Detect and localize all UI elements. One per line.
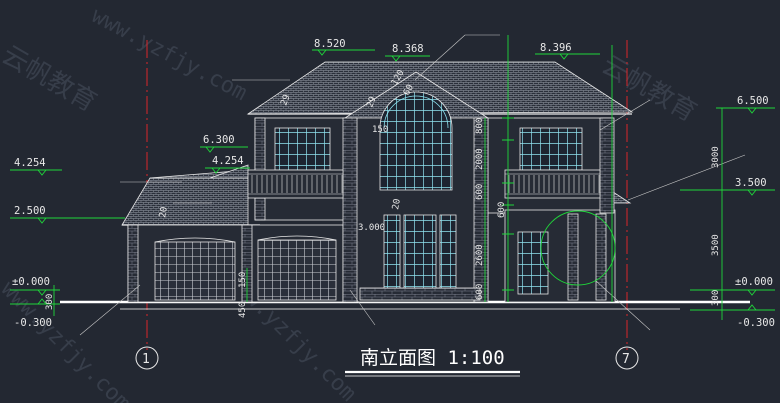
garage-door-left — [154, 241, 236, 301]
arched-window — [379, 91, 453, 191]
slope-label: 29 — [279, 93, 292, 107]
level-label: 4.254 — [14, 157, 46, 169]
level-label: 6.500 — [737, 95, 769, 107]
level-label: 3.500 — [735, 177, 767, 189]
slope-label: 20 — [158, 206, 170, 218]
slope-label: 29 — [365, 95, 378, 109]
level-label: 4.254 — [212, 155, 244, 167]
level-marks — [10, 35, 775, 320]
dimension-label: 600 — [497, 202, 507, 218]
slope-label: 20 — [391, 198, 403, 210]
dimension-label: 3500 — [711, 234, 721, 256]
balusters — [251, 175, 600, 193]
drawing-title: 南立面图 1:100 — [360, 347, 505, 369]
window-upper-right — [519, 127, 583, 171]
leader-lines — [79, 34, 746, 336]
dimension-label: 800 — [475, 118, 485, 134]
level-label: 8.368 — [392, 43, 424, 55]
level-label: 8.396 — [540, 42, 572, 54]
window-upper-left — [274, 127, 331, 171]
entrance-sidelight-left — [383, 214, 401, 300]
window-lower-right — [517, 231, 549, 295]
axis-label: 7 — [622, 352, 630, 367]
balustrade-left — [248, 173, 343, 195]
dimension-label: 300 — [45, 294, 55, 310]
building — [121, 61, 634, 303]
level-labels: 8.520 6.300 4.254 4.254 2.500 ±0.000 -0.… — [12, 38, 775, 329]
level-label: ±0.000 — [735, 276, 773, 288]
dimension-label: 2000 — [475, 148, 485, 170]
level-label: 6.300 — [203, 134, 235, 146]
axis-label: 1 — [142, 352, 150, 367]
axis-bubble-left — [135, 346, 159, 370]
dimension-label: 300 — [711, 290, 721, 306]
dimension-label: 600 — [475, 184, 485, 200]
axis-bubble-right — [615, 346, 639, 370]
dimension-label: 600 — [475, 284, 485, 300]
dimension-label: 2600 — [475, 244, 485, 266]
small-label: 150 — [372, 125, 388, 135]
level-label: 2.500 — [14, 205, 46, 217]
entrance-sidelight-right — [439, 214, 457, 300]
slope-label: 60 — [402, 83, 416, 97]
entrance-door — [403, 214, 437, 300]
level-label: ±0.000 — [12, 276, 50, 288]
axis-bubbles: 1 7 — [135, 346, 639, 370]
quoins — [127, 117, 615, 303]
dimension-label: 150 — [238, 272, 248, 288]
dimension-label: 450 — [238, 302, 248, 318]
garage-door-right — [257, 239, 337, 301]
level-label: -0.300 — [14, 317, 52, 329]
level-label: 8.520 — [314, 38, 346, 50]
small-label: 3.000 — [358, 223, 385, 233]
dimension-labels: 800 2000 600 600 2600 600 3000 3500 300 … — [45, 118, 721, 318]
dimension-label: 3000 — [711, 146, 721, 168]
level-label: -0.300 — [737, 317, 775, 329]
roof-slope-labels: 29 29 120 60 20 20 150 3.000 — [158, 68, 416, 233]
